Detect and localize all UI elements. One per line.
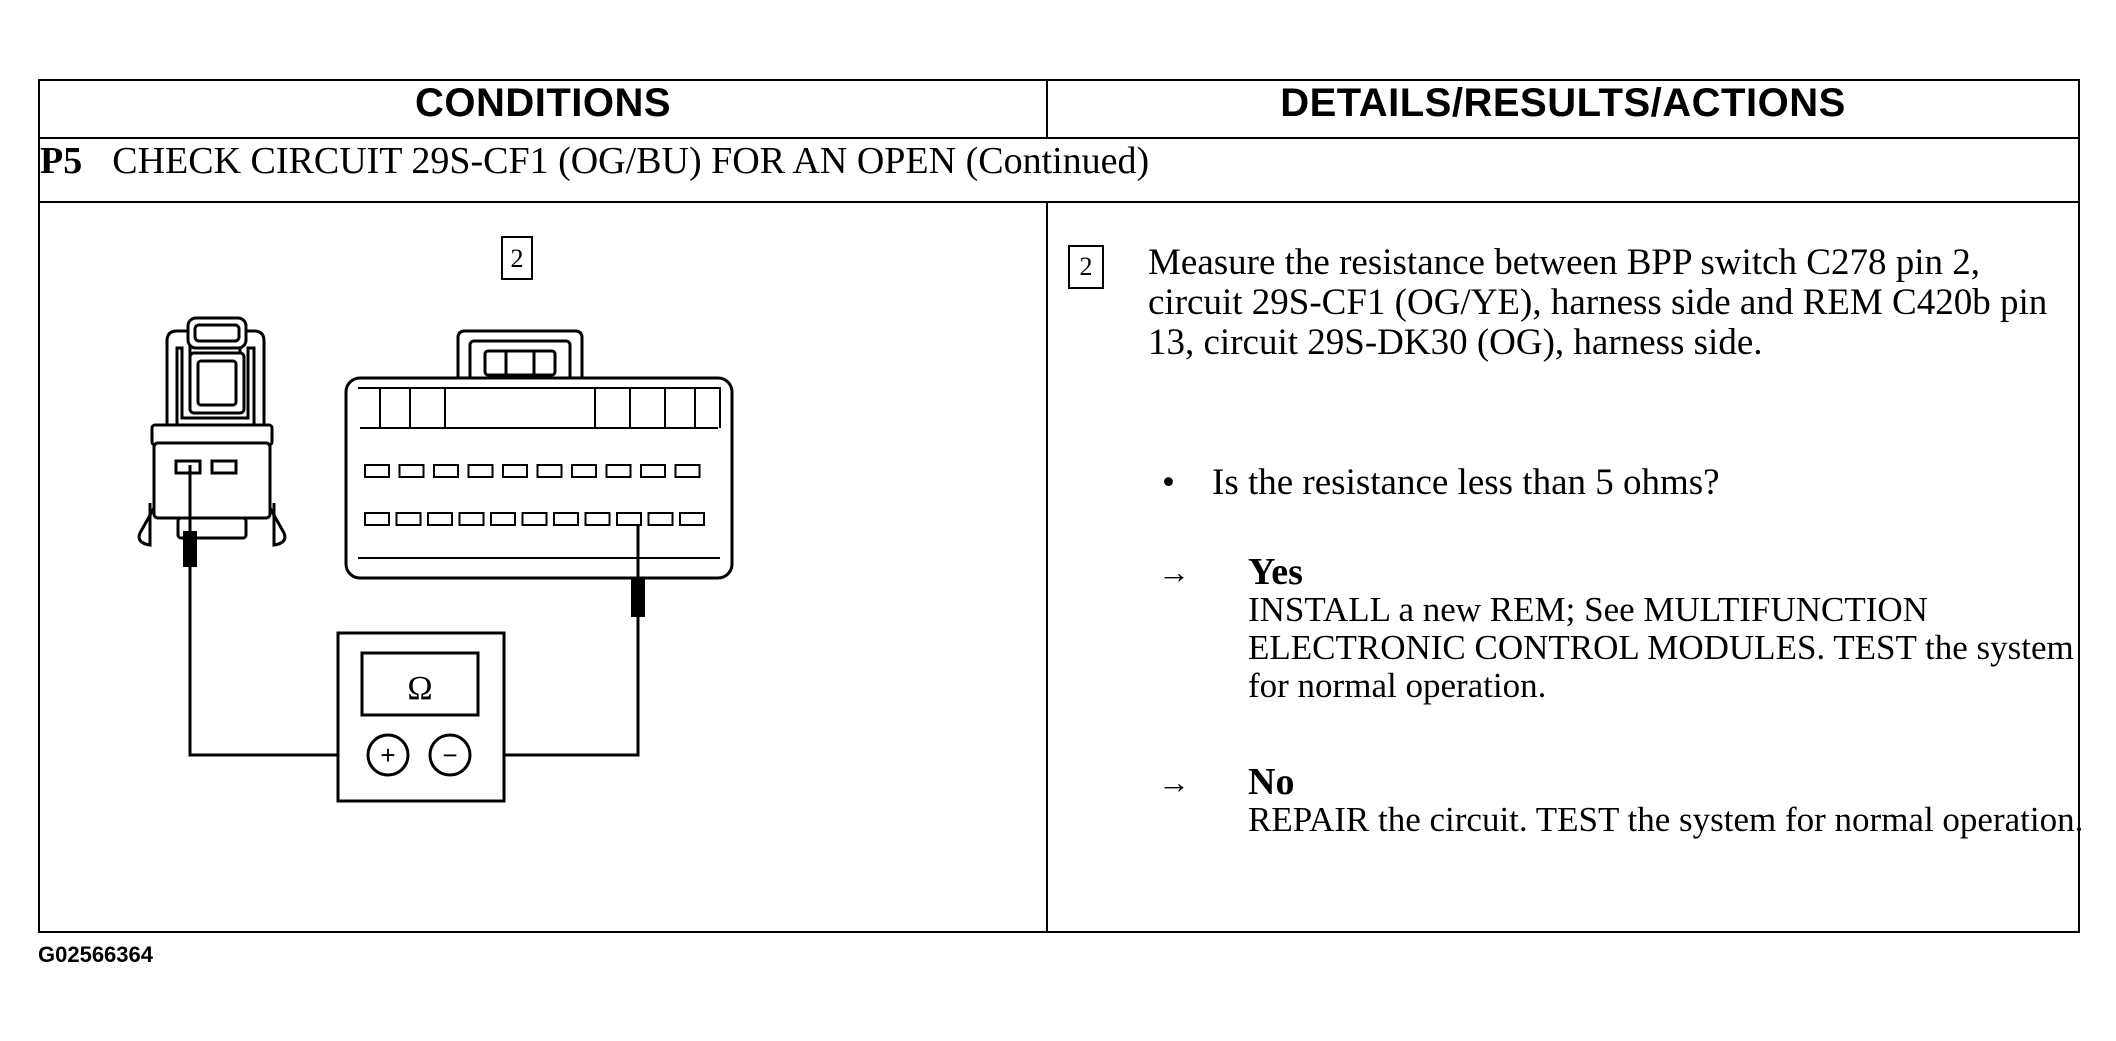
- procedure-table: CONDITIONS DETAILS/RESULTS/ACTIONS P5 CHE…: [38, 79, 2083, 933]
- ohm-symbol: Ω: [407, 670, 432, 707]
- plus-terminal: +: [380, 740, 395, 770]
- pin-cavity: [616, 512, 642, 526]
- probe-icon: [183, 465, 197, 583]
- pin-cavity: [364, 512, 390, 526]
- test-leads: [188, 583, 640, 757]
- details-step-box: 2: [1068, 245, 1104, 289]
- bpp-switch-connector-icon: [137, 316, 287, 547]
- pin-cavity: [571, 464, 597, 478]
- wiring-diagram: 2: [137, 236, 734, 803]
- pin-cavity: [536, 464, 563, 478]
- pin-cavity: [584, 512, 611, 526]
- pin-cavity: [427, 512, 453, 526]
- question-text: Is the resistance less than 5 ohms?: [1212, 462, 1720, 503]
- diagram-step-box: 2: [501, 236, 533, 280]
- step-title: CHECK CIRCUIT 29S-CF1 (OG/BU) FOR AN OPE…: [112, 140, 1150, 182]
- question-row: • Is the resistance less than 5 ohms?: [1162, 463, 1720, 503]
- svg-text:2: 2: [511, 244, 524, 273]
- minus-terminal: −: [442, 740, 457, 770]
- pin-cavity: [398, 464, 425, 478]
- ohmmeter-icon: Ω + −: [336, 631, 506, 803]
- pin-cavity: [364, 464, 390, 478]
- arrow-right-icon: →: [1158, 554, 1190, 590]
- rem-pin-row-upper: [364, 464, 701, 478]
- no-label: No: [1248, 761, 1295, 803]
- arrow-right-icon: →: [1158, 764, 1190, 800]
- pin-cavity: [679, 512, 705, 526]
- step-number: P5: [40, 140, 83, 182]
- instruction-text: Measure the resistance between BPP switc…: [1148, 242, 2048, 363]
- no-text: REPAIR the circuit. TEST the system for …: [1248, 800, 2084, 839]
- pin-cavity: [502, 464, 528, 478]
- rem-pin-row-lower: [364, 512, 705, 526]
- bullet-icon: •: [1162, 462, 1175, 503]
- rem-connector-icon: [344, 329, 734, 580]
- conditions-cell: 2: [38, 201, 1048, 933]
- figure-code: G02566364: [38, 942, 153, 967]
- details-cell: 2 Measure the resistance between BPP swi…: [1046, 201, 2083, 933]
- pin-cavity: [467, 464, 494, 478]
- pin-cavity: [674, 464, 701, 478]
- step-title-row: P5 CHECK CIRCUIT 29S-CF1 (OG/BU) FOR AN O…: [38, 137, 2080, 203]
- pin-cavity: [490, 512, 516, 526]
- pin-cavity: [458, 512, 485, 526]
- pin-cavity: [433, 464, 459, 478]
- yes-text: INSTALL a new REM; See MULTIFUNCTION ELE…: [1248, 590, 2074, 705]
- pin-cavity: [521, 512, 548, 526]
- header-details: DETAILS/RESULTS/ACTIONS: [1046, 79, 2080, 139]
- pin-cavity: [605, 464, 632, 478]
- pin-cavity: [553, 512, 579, 526]
- header-conditions: CONDITIONS: [38, 79, 1048, 139]
- pin-cavity: [395, 512, 422, 526]
- pin-cavity: [647, 512, 674, 526]
- probe-icon: [631, 525, 645, 633]
- yes-label: Yes: [1248, 551, 1303, 593]
- pin-cavity: [640, 464, 666, 478]
- details-content: 2 Measure the resistance between BPP swi…: [1048, 203, 2083, 931]
